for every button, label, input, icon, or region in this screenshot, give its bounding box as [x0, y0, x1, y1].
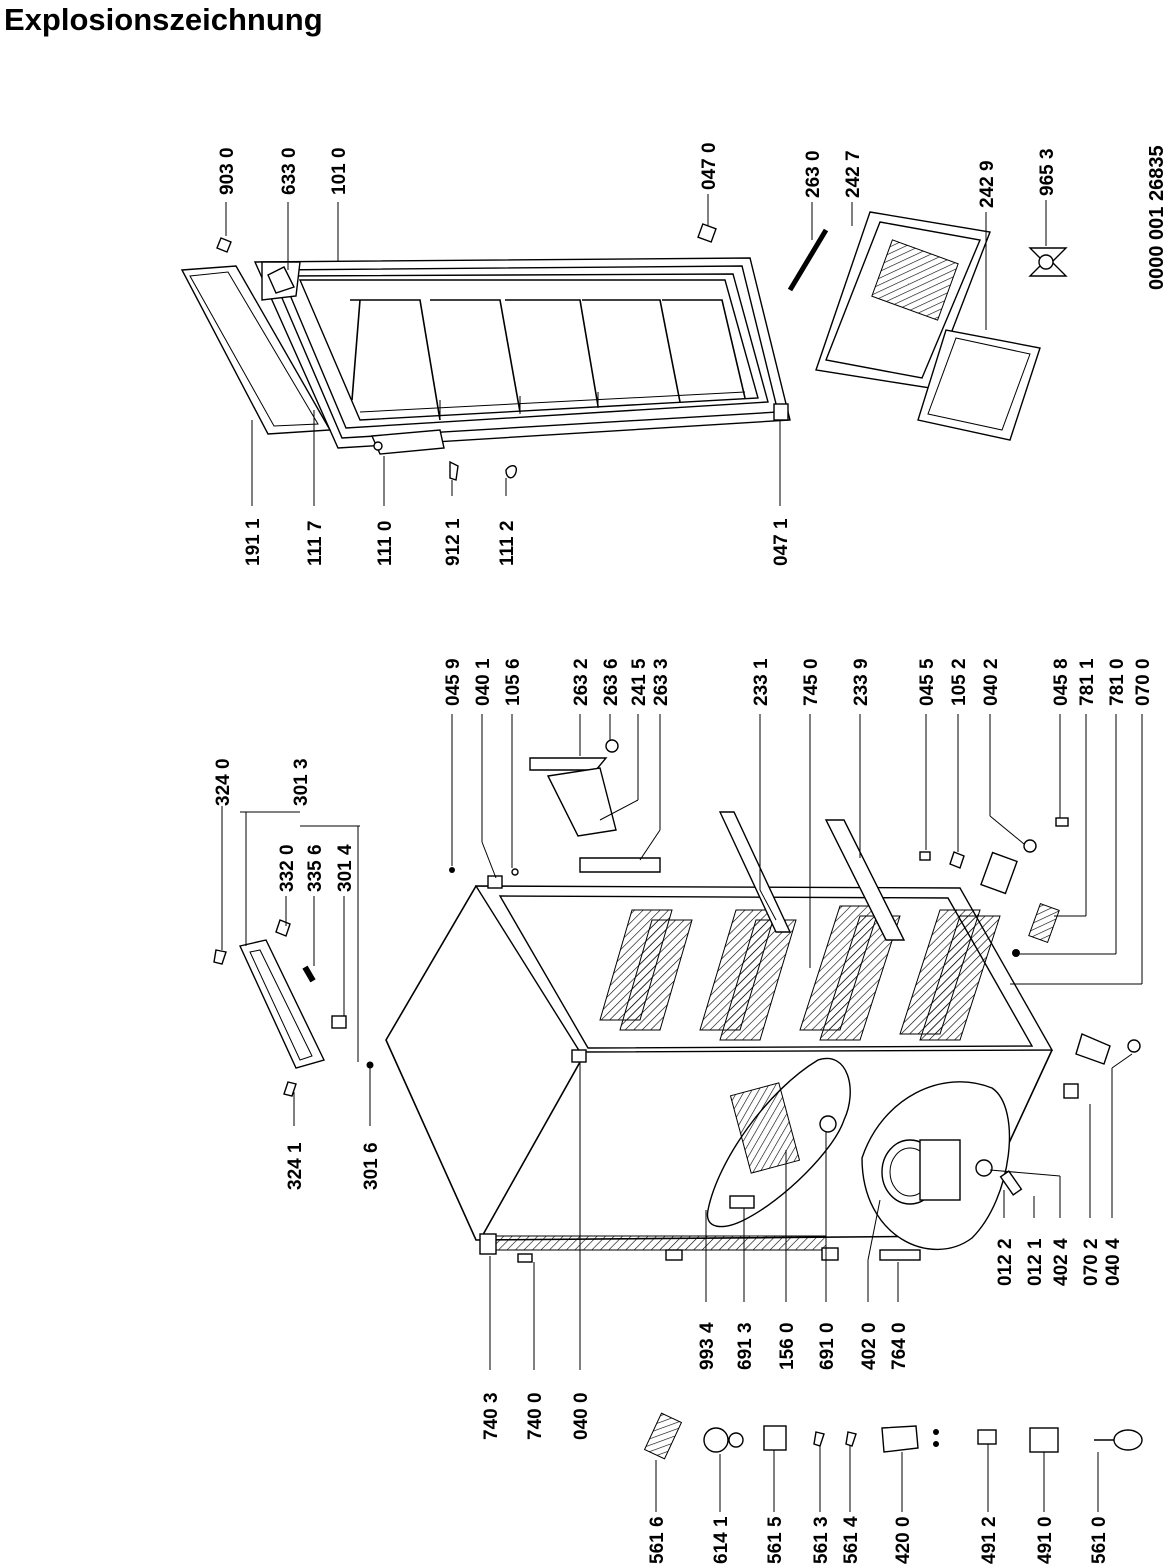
- part-label: 263 3: [651, 658, 672, 706]
- part-label: 764 0: [889, 1322, 910, 1370]
- part-label: 070 2: [1081, 1238, 1102, 1286]
- part-label: 781 0: [1107, 658, 1128, 706]
- part-label: 242 7: [843, 150, 864, 198]
- part-label: 263 6: [601, 658, 622, 706]
- part-label: 781 1: [1077, 658, 1098, 706]
- part-label: 561 3: [811, 1516, 832, 1564]
- part-label: 012 1: [1025, 1238, 1046, 1286]
- leader-lines: [221, 194, 1143, 1512]
- part-label: 561 4: [841, 1516, 862, 1564]
- part-label: 993 4: [697, 1322, 718, 1370]
- part-label: 047 1: [771, 518, 792, 566]
- part-label: 105 2: [949, 658, 970, 706]
- part-label: 047 0: [699, 142, 720, 190]
- part-label: 045 5: [917, 658, 938, 706]
- part-label: 912 1: [443, 518, 464, 566]
- part-label: 402 0: [859, 1322, 880, 1370]
- part-label: 691 3: [735, 1322, 756, 1370]
- part-label: 740 3: [481, 1392, 502, 1440]
- part-label: 040 4: [1103, 1238, 1124, 1286]
- part-label: 903 0: [217, 147, 238, 195]
- part-labels: 903 0 633 0 101 0 047 0 263 0 242 7 242 …: [213, 142, 1154, 1564]
- part-label: 301 6: [361, 1142, 382, 1190]
- part-label: 111 7: [305, 521, 326, 566]
- part-label: 402 4: [1051, 1238, 1072, 1286]
- part-label: 965 3: [1037, 148, 1058, 196]
- part-label: 745 0: [801, 658, 822, 706]
- part-label: 040 2: [981, 658, 1002, 706]
- drawer-grille: [871, 239, 959, 321]
- part-label: 301 4: [335, 844, 356, 892]
- part-label: 691 0: [817, 1322, 838, 1370]
- part-label: 491 0: [1035, 1516, 1056, 1564]
- part-label: 491 2: [979, 1516, 1000, 1564]
- part-label: 332 0: [277, 844, 298, 892]
- part-label: 561 0: [1089, 1516, 1110, 1564]
- part-label: 045 9: [443, 658, 464, 706]
- part-label: 040 1: [473, 658, 494, 706]
- part-label: 156 0: [777, 1322, 798, 1370]
- page-title: Explosionszeichnung: [4, 2, 323, 37]
- door-assembly: [180, 211, 1068, 481]
- part-label: 040 0: [571, 1392, 592, 1440]
- part-label: 111 0: [375, 521, 396, 566]
- part-label: 045 8: [1051, 658, 1072, 706]
- document-number: 0000 001 26835: [1146, 145, 1168, 290]
- part-label: 191 1: [243, 518, 264, 566]
- spare-parts-row: [643, 1412, 1143, 1460]
- part-label: 233 9: [851, 658, 872, 706]
- part-label: 263 2: [571, 658, 592, 706]
- part-label: 101 0: [329, 147, 350, 195]
- part-label: 324 0: [213, 758, 234, 806]
- part-label: 241 5: [629, 658, 650, 706]
- cabinet-assembly: [213, 739, 1141, 1263]
- part-label: 324 1: [285, 1142, 306, 1190]
- part-label: 263 0: [803, 150, 824, 198]
- part-label: 561 5: [765, 1516, 786, 1564]
- part-label: 233 1: [751, 658, 772, 706]
- part-label: 420 0: [893, 1516, 914, 1564]
- part-label: 070 0: [1133, 658, 1154, 706]
- part-label: 242 9: [977, 160, 998, 208]
- part-label: 614 1: [711, 1516, 732, 1564]
- part-label: 301 3: [291, 758, 312, 806]
- part-label: 111 2: [497, 521, 518, 566]
- part-label: 561 6: [647, 1516, 668, 1564]
- part-label: 105 6: [503, 658, 524, 706]
- part-label: 633 0: [279, 147, 300, 195]
- part-label: 335 6: [305, 844, 326, 892]
- part-label: 740 0: [525, 1392, 546, 1440]
- wire-shelves: [599, 905, 1001, 1041]
- part-label: 012 2: [995, 1238, 1016, 1286]
- door-shelves: [350, 299, 746, 421]
